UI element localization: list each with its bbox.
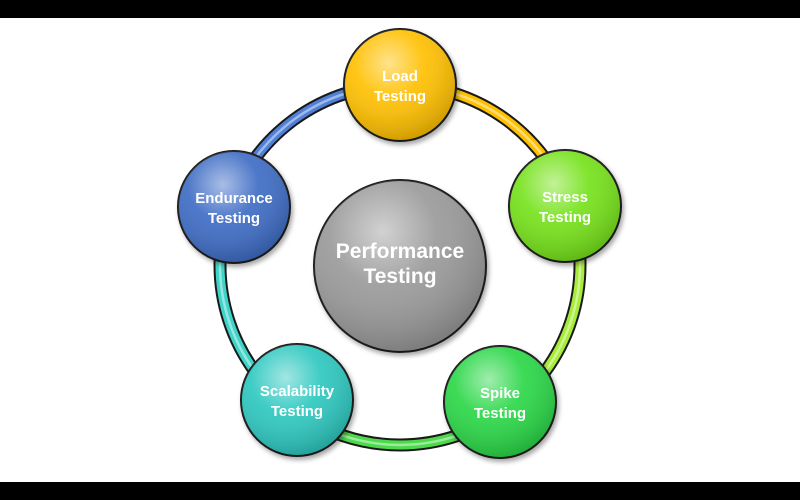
node-spike-line2: Testing: [474, 405, 526, 422]
node-endurance-testing: [177, 150, 291, 264]
center-label-line1: Performance: [336, 240, 464, 263]
node-scalability-testing: [240, 343, 354, 457]
center-node: [313, 179, 487, 353]
letterbox-top: [0, 0, 800, 18]
node-stress-line1: Stress: [542, 189, 588, 206]
node-load-line2: Testing: [374, 88, 426, 105]
node-stress-line2: Testing: [539, 209, 591, 226]
node-load-line1: Load: [382, 68, 418, 85]
node-scalability-line2: Testing: [271, 403, 323, 420]
node-endurance-line1: Endurance: [195, 190, 273, 207]
center-label-line2: Testing: [363, 265, 436, 288]
node-spike-line1: Spike: [480, 385, 520, 402]
letterbox-bottom: [0, 482, 800, 500]
node-stress-testing: [508, 149, 622, 263]
node-scalability-line1: Scalability: [260, 383, 335, 400]
node-load-testing: [343, 28, 457, 142]
node-spike-testing: [443, 345, 557, 459]
node-endurance-line2: Testing: [208, 210, 260, 227]
